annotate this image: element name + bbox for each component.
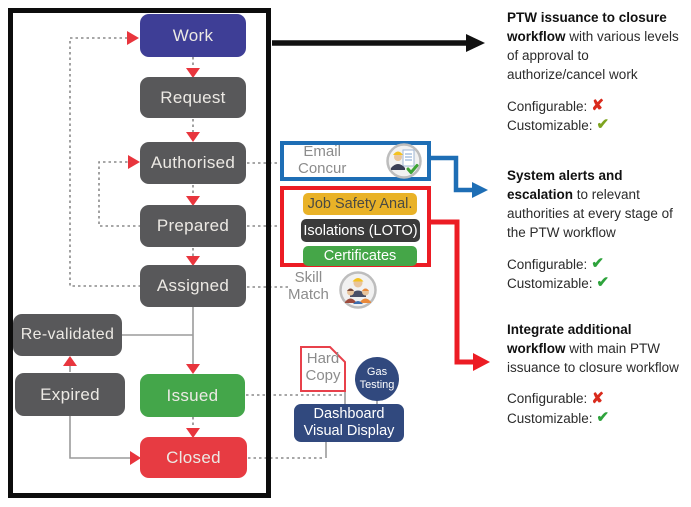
customizable-mark: ✔ xyxy=(596,409,610,427)
customizable-label: Customizable: xyxy=(507,410,593,426)
document-shape xyxy=(300,346,346,392)
customizable-mark: ✔ xyxy=(596,116,610,134)
configurable-label: Configurable: xyxy=(507,98,588,114)
email-concur-label: Email Concur xyxy=(298,143,347,177)
pill-isolations-loto: Isolations (LOTO) xyxy=(301,219,420,242)
red-arrow xyxy=(431,219,490,371)
node-expired: Expired xyxy=(15,373,125,416)
email-concur-box: Email Concur xyxy=(280,141,431,181)
workers-team-icon xyxy=(339,271,377,309)
gas-testing-badge: Gas Testing xyxy=(355,357,399,401)
note-flags: Configurable:✔ Customizable:✔ xyxy=(507,255,688,293)
node-revalidated: Re-validated xyxy=(13,314,122,356)
note-text: PTW issuance to closure workflow with va… xyxy=(507,10,679,83)
node-authorised: Authorised xyxy=(140,142,246,184)
pill-certificates: Certificates xyxy=(303,246,417,266)
customizable-label: Customizable: xyxy=(507,275,593,291)
note-system-alerts: System alerts and escalation to relevant… xyxy=(507,166,688,293)
node-closed: Closed xyxy=(140,437,247,478)
skill-match-label: Skill Match xyxy=(288,269,329,303)
node-issued: Issued xyxy=(140,374,245,417)
black-arrow xyxy=(272,34,485,52)
note-ptw-workflow: PTW issuance to closure workflow with va… xyxy=(507,8,688,135)
note-integrate-workflow: Integrate additional workflow with main … xyxy=(507,320,688,428)
node-work-label: Work xyxy=(172,25,214,45)
note-flags: Configurable:✘ Customizable:✔ xyxy=(507,389,688,427)
node-expired-label: Expired xyxy=(40,384,100,404)
dashboard-visual-display: Dashboard Visual Display xyxy=(294,404,404,442)
worker-document-icon xyxy=(386,143,422,179)
node-work: Work xyxy=(140,14,246,57)
blue-arrow xyxy=(431,155,488,198)
note-text: System alerts and escalation to relevant… xyxy=(507,168,673,241)
node-authorised-label: Authorised xyxy=(150,153,236,172)
pill-job-safety-analysis: Job Safety Anal. xyxy=(303,193,417,215)
configurable-mark: ✘ xyxy=(591,97,604,115)
configurable-label: Configurable: xyxy=(507,391,588,407)
configurable-label: Configurable: xyxy=(507,256,588,272)
note-flags: Configurable:✘ Customizable:✔ xyxy=(507,97,688,135)
node-prepared: Prepared xyxy=(140,205,246,247)
node-assigned: Assigned xyxy=(140,265,246,307)
customizable-label: Customizable: xyxy=(507,117,593,133)
customizable-mark: ✔ xyxy=(596,274,610,292)
node-revalidated-label: Re-validated xyxy=(20,326,115,343)
node-request-label: Request xyxy=(160,87,226,107)
hard-copy-tag: Hard Copy xyxy=(300,346,346,392)
note-text: Integrate additional workflow with main … xyxy=(507,322,679,376)
configurable-mark: ✔ xyxy=(591,255,604,273)
node-request: Request xyxy=(140,77,246,118)
node-prepared-label: Prepared xyxy=(156,216,230,235)
node-assigned-label: Assigned xyxy=(156,276,230,295)
configurable-mark: ✘ xyxy=(591,390,604,408)
node-closed-label: Closed xyxy=(166,447,221,467)
node-issued-label: Issued xyxy=(166,385,219,405)
hard-copy-label: Hard Copy xyxy=(305,350,341,384)
